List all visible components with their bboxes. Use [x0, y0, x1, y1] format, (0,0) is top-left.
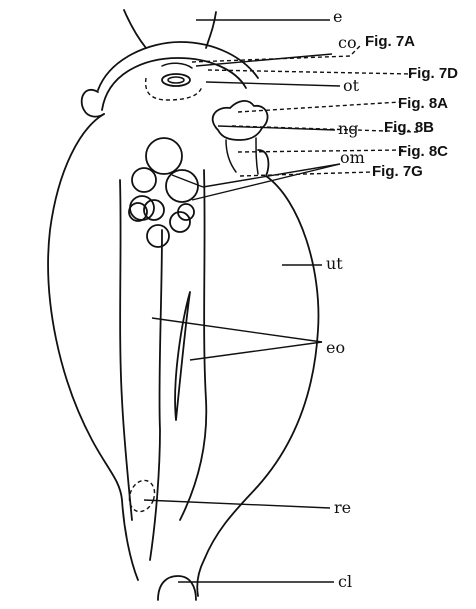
ref-fig8c: Fig. 8C [398, 144, 448, 159]
label-re: re [334, 500, 351, 516]
leader-fig7a [192, 44, 362, 62]
ref-fig8b: Fig. 8B [384, 120, 434, 135]
leader-re [144, 500, 330, 508]
label-co: co [338, 35, 357, 51]
ocellus-outer [162, 74, 190, 86]
globule-4 [130, 196, 154, 220]
label-cl: cl [338, 574, 352, 590]
leader-eo-1 [152, 318, 322, 342]
neural-ganglion-neck-right [256, 138, 258, 174]
leader-om-3 [192, 164, 340, 200]
globule-2 [166, 170, 198, 202]
label-ot: ot [343, 78, 359, 94]
leader-eo-2 [190, 342, 322, 360]
gut-left-wall [120, 180, 132, 520]
globule-6 [147, 225, 169, 247]
ocellus-inner [168, 77, 184, 83]
neural-ganglion-neck [226, 140, 236, 172]
ref-fig8a: Fig. 8A [398, 96, 448, 111]
label-om: om [340, 150, 365, 166]
leader-ot [206, 82, 340, 86]
label-eo: eo [326, 340, 345, 356]
right-antenna [206, 12, 216, 48]
left-head-lobe [82, 90, 104, 117]
ref-fig7d: Fig. 7D [408, 66, 458, 81]
body-left-outline [48, 114, 138, 580]
ref-fig7g: Fig. 7G [372, 164, 423, 179]
left-antenna [124, 10, 146, 48]
gut-inner-line [150, 230, 162, 560]
label-ng: ng [338, 121, 359, 137]
globule-3 [132, 168, 156, 192]
label-e: e [333, 9, 342, 25]
ref-fig7a: Fig. 7A [365, 34, 415, 49]
head-inner-arc [102, 58, 246, 110]
cloaca-outline [158, 576, 196, 600]
globule-1 [146, 138, 182, 174]
ocellus-dashed-region [146, 78, 202, 100]
neural-ganglion-outline [213, 101, 268, 140]
label-ut: ut [326, 256, 343, 272]
globule-7 [170, 212, 190, 232]
oviduct-spindle [175, 292, 190, 420]
cornea-line [162, 63, 192, 68]
body-right-outline [197, 150, 318, 596]
leader-fig7d [208, 70, 412, 74]
leader-co [196, 54, 332, 66]
leader-om-1 [172, 175, 203, 187]
